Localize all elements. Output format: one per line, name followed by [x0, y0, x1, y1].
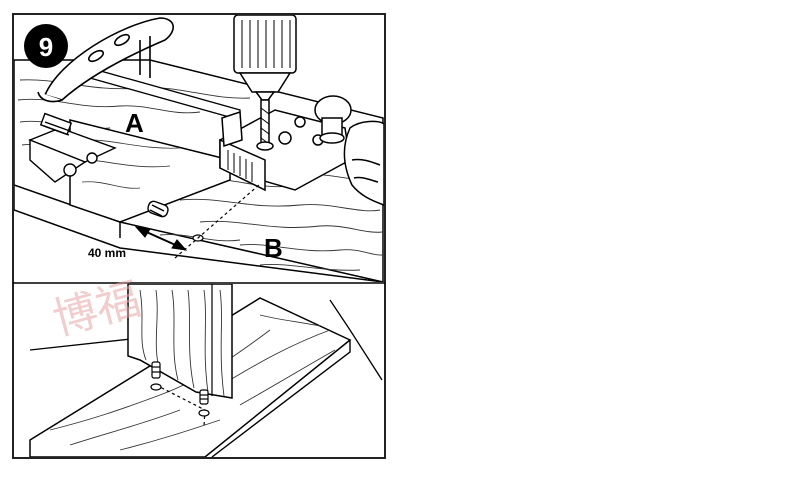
bottom-panel	[29, 284, 383, 457]
dowel-jig-icon	[219, 95, 352, 192]
clamp-icon	[37, 17, 174, 103]
board-b-edge	[14, 185, 384, 282]
label-distance: 40 mm	[88, 246, 126, 260]
hand-icon	[343, 120, 384, 206]
hole-marker-right	[198, 409, 210, 417]
alignment-guide	[174, 183, 261, 259]
drill-chuck-icon	[233, 15, 297, 151]
dowel-pin-right-icon	[199, 389, 209, 405]
dowel-pin-icon	[147, 200, 169, 218]
top-panel: 9 A B 40 mm	[14, 15, 384, 282]
label-part-a: A	[125, 108, 144, 138]
hole-marker-left	[150, 383, 162, 391]
distance-arrow-icon	[134, 226, 188, 251]
jig-accessory-icon	[28, 112, 117, 183]
step-number: 9	[39, 32, 53, 62]
label-part-b: B	[264, 233, 283, 263]
dowel-pin-left-icon	[151, 361, 161, 379]
step-badge	[24, 24, 68, 68]
